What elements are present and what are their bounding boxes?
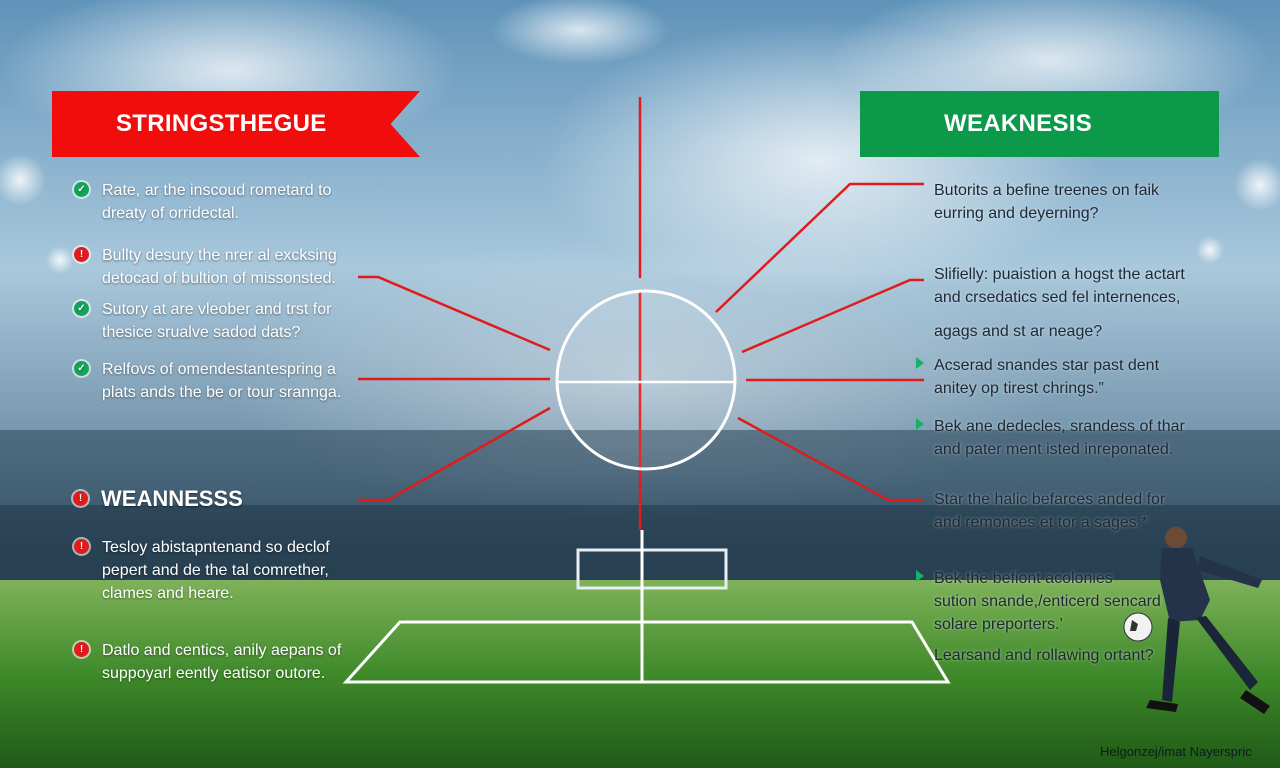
left-list-item-text: Relfovs of omendestantespring a plats an… [102, 361, 342, 401]
right-list-item-text: Bek the befiont acolonies sution snande,… [934, 570, 1161, 633]
left-list-item: ✓ Sutory at are vleober and trst for the… [74, 298, 332, 344]
right-list-item: Slifielly: puaistion a hogst the actart … [934, 263, 1185, 309]
right-list-item-text: Slifielly: puaistion a hogst the actart … [934, 266, 1185, 306]
weaknesses-banner-title: WEAKNESIS [944, 110, 1093, 137]
right-list-item-text: Bek ane dedecles, srandess of thar and p… [934, 418, 1185, 458]
alert-circle-icon: ! [74, 247, 89, 262]
arrow-right-icon [916, 418, 924, 430]
arrow-right-icon [916, 357, 924, 369]
right-list-item-text: Star the halic befarces anded for and re… [934, 491, 1166, 531]
left-list-item-text: Datlo and centics, anily aepans of suppo… [102, 642, 342, 682]
left-list-item: ✓ Relfovs of omendestantespring a plats … [74, 358, 342, 404]
strengths-banner-title: STRINGSTHEGUE [116, 110, 327, 137]
left-list-item: ! Datlo and centics, anily aepans of sup… [74, 639, 342, 685]
image-credit: Helgonzej/imat Nayerspric [1100, 744, 1252, 759]
check-circle-icon: ✓ [74, 182, 89, 197]
right-list-item-text: Acserad snandes star past dent anitey op… [934, 357, 1160, 397]
right-list-item-text: agags and st ar neage? [934, 323, 1103, 340]
strengths-banner: STRINGSTHEGUE [52, 91, 420, 157]
alert-circle-icon: ! [74, 539, 89, 554]
left-list-item: ! Tesloy abistapntenand so declof pepert… [74, 536, 330, 605]
right-list-item-text: Learsand and rollawing ortant? [934, 647, 1154, 664]
left-list-item-text: Sutory at are vleober and trst for thesi… [102, 301, 332, 341]
left-list-item-text: Bullty desury the nrer al excksing detoc… [102, 247, 337, 287]
right-list-item: Bek the befiont acolonies sution snande,… [916, 567, 1161, 636]
right-list-item: Acserad snandes star past dent anitey op… [916, 354, 1160, 400]
right-list-item: Bek ane dedecles, srandess of thar and p… [916, 415, 1185, 461]
player-figure [1123, 527, 1270, 714]
left-subheading: ! WEANNESSS [73, 486, 243, 512]
left-list-item-text: Tesloy abistapntenand so declof pepert a… [102, 539, 330, 602]
left-list-item: ! Bullty desury the nrer al excksing det… [74, 244, 337, 290]
right-list-item: agags and st ar neage? [934, 320, 1102, 343]
left-list-item: ✓ Rate, ar the inscoud rometard to dreat… [74, 179, 332, 225]
right-list-item: Butorits a befine treenes on faik eurrin… [934, 179, 1159, 225]
alert-circle-icon: ! [74, 642, 89, 657]
left-list-item-text: Rate, ar the inscoud rometard to dreaty … [102, 182, 332, 222]
right-list-item-text: Butorits a befine treenes on faik eurrin… [934, 182, 1160, 222]
check-circle-icon: ✓ [74, 301, 89, 316]
right-list-item: Learsand and rollawing ortant? [934, 644, 1154, 667]
right-list-item: Star the halic befarces anded for and re… [934, 488, 1165, 534]
left-subheading-text: WEANNESSS [101, 486, 243, 511]
arrow-right-icon [916, 570, 924, 582]
alert-circle-icon: ! [73, 491, 88, 506]
check-circle-icon: ✓ [74, 361, 89, 376]
weaknesses-banner: WEAKNESIS [860, 91, 1219, 157]
